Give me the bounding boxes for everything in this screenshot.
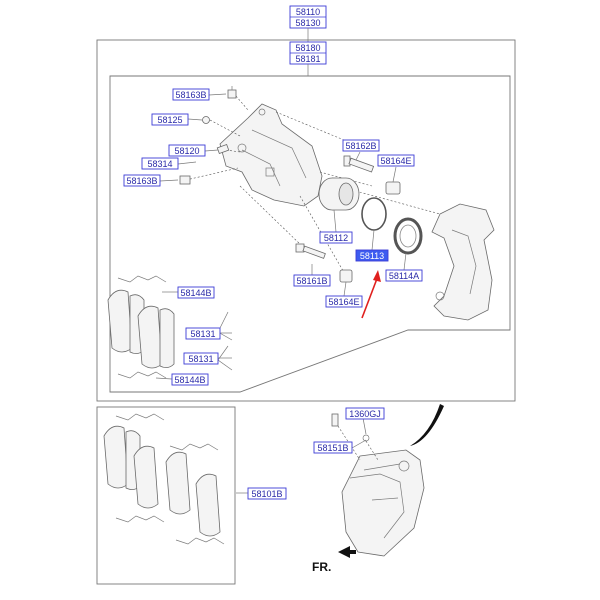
label-58180: 58180 — [295, 43, 320, 53]
guide-pin-upper — [343, 155, 375, 173]
bleeder-screw — [216, 143, 230, 155]
caliper-body-subframe — [109, 75, 511, 393]
bleeder-cap — [202, 116, 210, 124]
label-58314-text: 58314 — [147, 159, 172, 169]
label-58163b-top[interactable]: 58163B — [172, 88, 210, 101]
label-58113-text: 58113 — [360, 251, 384, 261]
label-58144b-top[interactable]: 58144B — [177, 286, 215, 299]
label-1360gj[interactable]: 1360GJ — [345, 407, 385, 420]
label-58120-text: 58120 — [174, 146, 199, 156]
front-direction-label: FR. — [312, 560, 331, 574]
guide-pin-lower — [295, 243, 326, 259]
label-58114a[interactable]: 58114A — [385, 269, 423, 282]
label-58112-text: 58112 — [324, 233, 348, 243]
piston-seal — [361, 197, 387, 231]
label-58120[interactable]: 58120 — [168, 144, 206, 157]
brake-pads-kit — [103, 413, 225, 545]
label-58110: 58110 — [296, 7, 320, 17]
label-58163b-bottom-text: 58163B — [126, 176, 157, 186]
label-58130: 58130 — [295, 18, 320, 28]
label-58101b-text: 58101B — [251, 489, 282, 499]
label-58164e-bottom-text: 58164E — [328, 297, 359, 307]
highlight-arrow — [361, 270, 381, 319]
boot-lower — [339, 269, 353, 283]
label-58144b-top-text: 58144B — [180, 288, 211, 298]
label-58163b-top-text: 58163B — [175, 90, 206, 100]
label-58164e-top-text: 58164E — [380, 156, 411, 166]
label-58163b-bottom[interactable]: 58163B — [123, 174, 161, 187]
label-58164e-bottom[interactable]: 58164E — [325, 295, 363, 308]
label-58162b[interactable]: 58162B — [342, 139, 380, 152]
label-58131-b-text: 58131 — [188, 354, 213, 364]
leader-lines — [155, 93, 407, 494]
label-58164e-top[interactable]: 58164E — [377, 154, 415, 167]
label-58131-a[interactable]: 58131 — [185, 327, 221, 340]
label-58112[interactable]: 58112 — [319, 231, 353, 244]
label-58101b[interactable]: 58101B — [247, 487, 287, 500]
brake-pads-assembly — [107, 275, 233, 379]
bleeder-bolt-top — [227, 86, 237, 99]
label-58180-58181-group[interactable]: 58180 58181 — [289, 41, 327, 65]
assembled-caliper — [341, 449, 425, 557]
piston — [318, 177, 360, 211]
label-58144b-bottom[interactable]: 58144B — [171, 373, 209, 386]
label-58110-58130-group[interactable]: 58110 58130 — [289, 5, 327, 29]
caliper-carrier — [431, 203, 495, 321]
front-direction-indicator: FR. — [312, 546, 356, 574]
boot-upper — [385, 181, 401, 195]
assembly-guide-lines — [185, 95, 441, 277]
label-1360gj-text: 1360GJ — [349, 409, 381, 419]
label-58161b-text: 58161B — [296, 276, 327, 286]
label-58314[interactable]: 58314 — [141, 157, 179, 170]
caliper-housing — [219, 103, 323, 207]
label-58181: 58181 — [295, 54, 320, 64]
washer-1360gj — [362, 434, 379, 461]
label-58113[interactable]: 58113 — [355, 249, 389, 262]
label-58125[interactable]: 58125 — [151, 113, 189, 126]
label-58151b[interactable]: 58151B — [313, 441, 353, 454]
label-58162b-text: 58162B — [345, 141, 376, 151]
label-58125-text: 58125 — [157, 115, 182, 125]
label-58151b-text: 58151B — [317, 443, 348, 453]
bleeder-bolt-bottom — [179, 175, 191, 185]
dust-boot — [393, 217, 423, 255]
label-58161b[interactable]: 58161B — [293, 274, 331, 287]
pad-kit-frame — [96, 406, 236, 585]
caliper-assembly-frame — [96, 39, 516, 402]
label-58114a-text: 58114A — [389, 271, 419, 281]
label-58131-a-text: 58131 — [190, 329, 215, 339]
label-58131-b[interactable]: 58131 — [183, 352, 219, 365]
label-58144b-bottom-text: 58144B — [174, 375, 205, 385]
detail-pointer — [410, 404, 444, 446]
